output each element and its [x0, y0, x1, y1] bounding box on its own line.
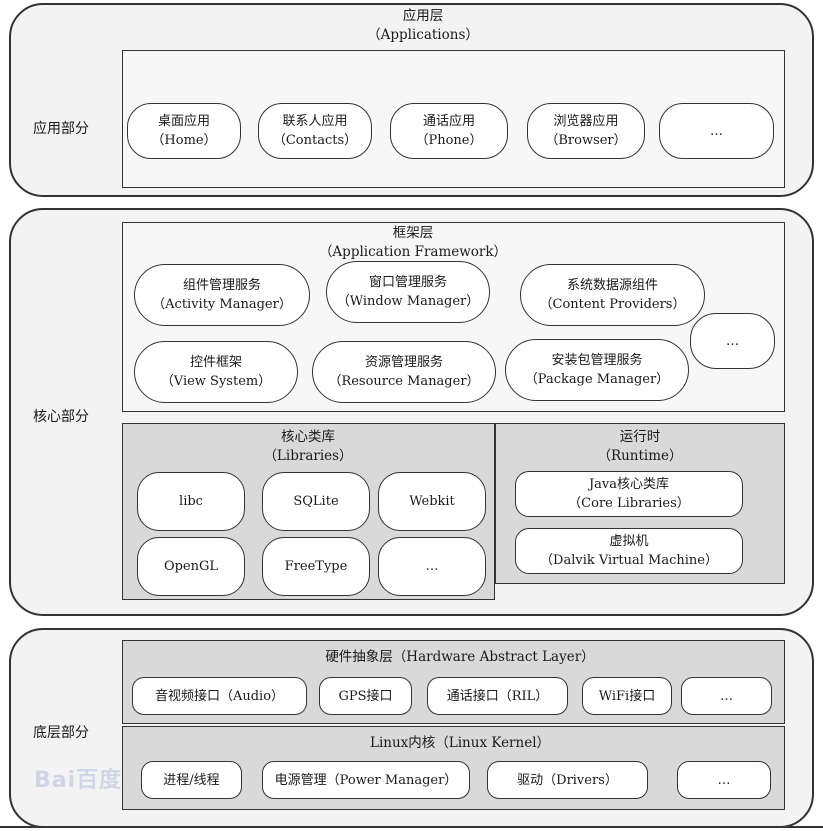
hal-item-label: WiFi接口 — [598, 688, 656, 704]
application-layer-heading: 应用层 （Applications） — [323, 7, 523, 45]
runtime-heading: 运行时 （Runtime） — [540, 428, 740, 466]
app-item-label: 联系人应用 — [282, 114, 348, 129]
library-webkit: Webkit — [378, 472, 486, 531]
framework-item-view-system: 控件框架 （View System） — [134, 341, 298, 403]
framework-item-activity-manager: 组件管理服务 （Activity Manager） — [134, 264, 310, 326]
app-item-sublabel: （Home） — [151, 133, 217, 148]
hal-item-label: 通话接口（RIL） — [446, 688, 549, 704]
runtime-subtitle: （Runtime） — [597, 448, 683, 464]
library-more: … — [378, 537, 486, 596]
libraries-subtitle: （Libraries） — [263, 448, 353, 464]
framework-item-label: 控件框架 — [189, 355, 242, 370]
library-label: Webkit — [409, 494, 455, 509]
runtime-item-sublabel: （Dalvik Virtual Machine） — [540, 553, 718, 568]
framework-item-sublabel: （Resource Manager） — [328, 374, 480, 389]
kernel-item-process: 进程/线程 — [141, 761, 242, 799]
hal-item-wifi: WiFi接口 — [582, 677, 672, 715]
framework-item-sublabel: （Window Manager） — [336, 294, 480, 309]
framework-item-sublabel: （Package Manager） — [524, 372, 670, 387]
framework-item-label: … — [726, 333, 739, 349]
hal-item-more: … — [681, 677, 772, 715]
kernel-item-drivers: 驱动（Drivers） — [487, 761, 648, 799]
runtime-item-label: Java核心类库 — [588, 477, 670, 492]
application-side-label: 应用部分 — [33, 121, 89, 137]
library-label: SQLite — [293, 494, 339, 509]
hal-item-label: GPS接口 — [338, 688, 393, 704]
library-freetype: FreeType — [262, 537, 370, 596]
framework-item-label: 组件管理服务 — [182, 278, 261, 293]
runtime-title: 运行时 — [619, 429, 661, 445]
bottom-divider — [0, 826, 823, 828]
framework-subtitle: （Application Framework） — [318, 244, 508, 260]
kernel-item-label: 驱动（Drivers） — [517, 772, 618, 788]
application-layer-subtitle: （Applications） — [367, 27, 479, 43]
kernel-item-label: 进程/线程 — [163, 772, 220, 788]
framework-item-sublabel: （View System） — [160, 374, 272, 389]
library-sqlite: SQLite — [262, 472, 370, 531]
framework-item-label: 资源管理服务 — [364, 355, 443, 370]
baidu-watermark: Bai百度 — [34, 768, 123, 793]
app-item-label: 桌面应用 — [157, 114, 210, 129]
framework-item-content-providers: 系统数据源组件 （Content Providers） — [520, 264, 705, 326]
framework-item-sublabel: （Activity Manager） — [152, 297, 292, 312]
framework-heading: 框架层 （Application Framework） — [283, 224, 543, 262]
app-item-contacts: 联系人应用 （Contacts） — [258, 103, 372, 159]
kernel-item-label: … — [717, 772, 731, 788]
framework-item-sublabel: （Content Providers） — [539, 297, 686, 312]
runtime-dalvik-vm: 虚拟机 （Dalvik Virtual Machine） — [515, 528, 743, 574]
hal-item-audio: 音视频接口（Audio） — [132, 677, 307, 715]
app-item-label: 浏览器应用 — [553, 114, 619, 129]
app-item-home: 桌面应用 （Home） — [127, 103, 241, 159]
kernel-item-label: 电源管理（Power Manager） — [274, 772, 458, 788]
hal-item-label: … — [720, 688, 733, 704]
base-side-label: 底层部分 — [33, 725, 89, 741]
framework-item-package-manager: 安装包管理服务 （Package Manager） — [505, 339, 689, 401]
app-item-label: 通话应用 — [422, 114, 475, 129]
hal-item-ril: 通话接口（RIL） — [427, 677, 568, 715]
app-item-browser: 浏览器应用 （Browser） — [527, 103, 645, 159]
app-item-phone: 通话应用 （Phone） — [390, 103, 508, 159]
hal-item-gps: GPS接口 — [319, 677, 412, 715]
framework-item-label: 安装包管理服务 — [551, 353, 643, 368]
app-item-label: … — [710, 123, 723, 139]
runtime-item-label: 虚拟机 — [609, 534, 649, 549]
kernel-item-power-manager: 电源管理（Power Manager） — [262, 761, 470, 799]
library-opengl: OpenGL — [137, 537, 245, 596]
application-layer-title: 应用层 — [402, 8, 444, 24]
core-side-label: 核心部分 — [33, 409, 89, 425]
kernel-title: Linux内核（Linux Kernel） — [369, 735, 551, 751]
framework-item-label: 窗口管理服务 — [368, 275, 447, 290]
app-item-sublabel: （Contacts） — [272, 133, 358, 148]
libraries-heading: 核心类库 （Libraries） — [208, 428, 408, 466]
app-item-more: … — [659, 103, 774, 159]
hal-item-label: 音视频接口（Audio） — [154, 688, 285, 704]
kernel-item-more: … — [677, 761, 771, 799]
app-item-sublabel: （Browser） — [545, 133, 627, 148]
framework-item-resource-manager: 资源管理服务 （Resource Manager） — [312, 341, 496, 403]
runtime-item-sublabel: （Core Libraries） — [568, 496, 690, 511]
framework-item-more: … — [690, 313, 775, 369]
library-label: OpenGL — [163, 559, 219, 574]
app-item-sublabel: （Phone） — [415, 133, 483, 148]
framework-item-window-manager: 窗口管理服务 （Window Manager） — [326, 261, 490, 323]
library-label: libc — [179, 494, 203, 509]
libraries-title: 核心类库 — [281, 429, 335, 445]
library-libc: libc — [137, 472, 245, 531]
runtime-core-libraries: Java核心类库 （Core Libraries） — [515, 471, 743, 517]
hal-title: 硬件抽象层（Hardware Abstract Layer） — [325, 649, 595, 665]
library-label: FreeType — [284, 559, 348, 574]
framework-title: 框架层 — [392, 225, 434, 241]
library-label: … — [425, 559, 439, 574]
framework-item-label: 系统数据源组件 — [566, 278, 658, 293]
